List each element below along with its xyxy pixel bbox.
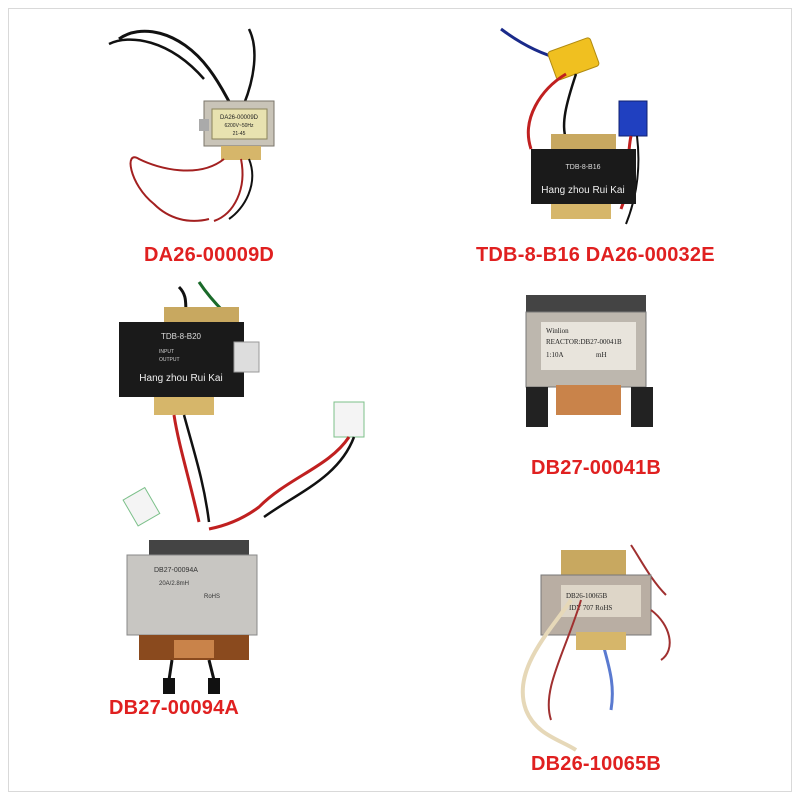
plate-text: DB26-10065B [566, 592, 608, 600]
product-cell-6: DB26-10065B IDY 707 RoHS DB26-10065B [401, 535, 791, 795]
product-cell-4: Winlion REACTOR:DB27-00041B 1:10A mH DB2… [401, 277, 791, 537]
plate-text: OUTPUT [159, 357, 180, 363]
plate-text: mH [596, 351, 607, 359]
transformer-photo-3: TDB-8-B20 INPUT OUTPUT Hang zhou Rui Kai [119, 281, 365, 531]
plate-text: TDB-8-B16 [565, 164, 600, 171]
image-frame: DA26-00009D 6200V~50Hz 21-45 DA26-00009D… [8, 8, 792, 792]
model-label-6: DB26-10065B [531, 753, 662, 775]
plate-text: Hang zhou Rui Kai [139, 373, 222, 384]
transformer-photo-5: DB27-00094A 20A/2.8mH RoHS [126, 540, 258, 694]
product-cell-1: DA26-00009D 6200V~50Hz 21-45 DA26-00009D [9, 9, 399, 269]
plate-text: TDB-8-B20 [161, 332, 202, 341]
product-cell-2: TDB-8-B16 Hang zhou Rui Kai TDB-8-B16 DA… [401, 9, 791, 269]
product-cell-5: DB27-00094A 20A/2.8mH RoHS DB27-00094A [9, 535, 399, 795]
plate-text: DA26-00009D [220, 115, 259, 121]
product-cell-3: TDB-8-B20 INPUT OUTPUT Hang zhou Rui Kai [9, 277, 399, 537]
plate-text: 1:10A [546, 351, 564, 359]
plate-text: Winlion [546, 327, 569, 335]
transformer-photo-2: TDB-8-B16 Hang zhou Rui Kai [500, 27, 648, 225]
model-label-1: DA26-00009D [144, 244, 275, 266]
plate-text: 20A/2.8mH [159, 581, 189, 587]
transformer-photo-4: Winlion REACTOR:DB27-00041B 1:10A mH [525, 295, 653, 427]
model-label-2: TDB-8-B16 DA26-00032E [476, 244, 715, 266]
model-label-4: DB27-00041B [531, 457, 662, 479]
transformer-photo-1: DA26-00009D 6200V~50Hz 21-45 [108, 28, 275, 222]
plate-text: DB27-00094A [154, 567, 198, 574]
plate-text: REACTOR:DB27-00041B [546, 338, 622, 346]
plate-text: 6200V~50Hz [224, 123, 254, 129]
plate-text: RoHS [204, 594, 220, 600]
plate-text: IDY 707 RoHS [569, 604, 612, 612]
model-label-5: DB27-00094A [109, 697, 240, 719]
transformer-photo-6: DB26-10065B IDY 707 RoHS [520, 544, 671, 752]
plate-text: Hang zhou Rui Kai [541, 185, 624, 196]
plate-text: INPUT [159, 349, 174, 355]
plate-text: 21-45 [233, 131, 246, 137]
